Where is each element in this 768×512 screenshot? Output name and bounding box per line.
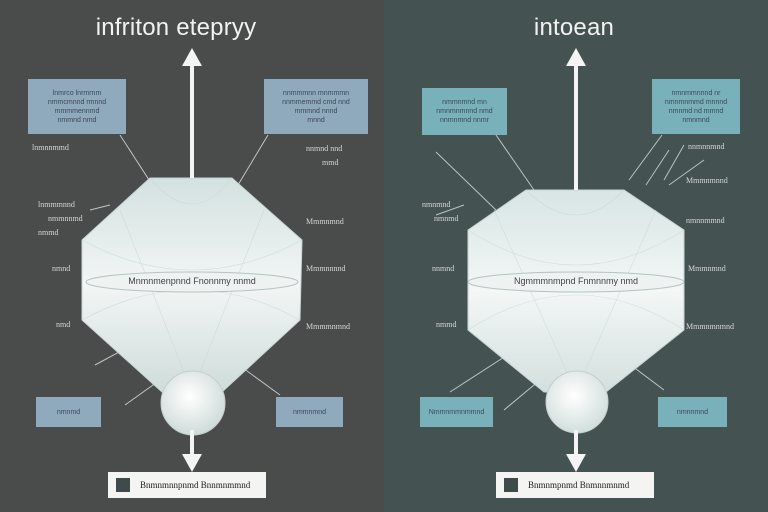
left-up-arrow	[182, 48, 202, 178]
left-label-5: nmmnnmd	[48, 214, 83, 223]
left-label-6: nmmd	[38, 228, 59, 237]
left-label-1: lnmnnmmd	[32, 143, 69, 152]
right-up-arrow	[566, 48, 586, 190]
left-label-2: nnmnd nnd	[306, 144, 343, 153]
right-legend-swatch	[504, 478, 518, 492]
right-label-2: nmnmnd	[422, 200, 451, 209]
right-label-1: nnmnnmnd	[688, 142, 725, 151]
left-panel: infriton etepryy lnmrco lnrmrnm nmmcmnnd…	[0, 0, 384, 512]
right-label-9: Mmmnmnnd	[686, 176, 728, 185]
right-label-3: nmnmd	[434, 214, 459, 223]
right-band-text: Ngmmmnmpnd Fnmnnmy nmd	[513, 276, 639, 286]
right-label-8: nmmd	[436, 320, 457, 329]
right-connector-lines	[435, 134, 705, 411]
left-info-box-top-left: lnmrco lnrmrnm nmmcmnnd rmnnd mmmmennmd …	[28, 79, 126, 134]
left-info-box-bottom-right: nmmnmnd	[276, 397, 343, 427]
left-info-box-bottom-left: nmnmd	[36, 397, 101, 427]
right-info-box-top-left: nmmnmnd mn nmnmnmnnd nmd nnmnmnd nnmr	[422, 88, 507, 135]
left-band-ellipse	[85, 271, 299, 293]
left-info-box-top-right: nnmmmnn mnmmmn nnmmemmd cmd nnd mmmnd nn…	[264, 79, 368, 134]
left-label-4: lnmmmnnd	[38, 200, 75, 209]
right-band-ellipse	[467, 271, 685, 293]
right-label-4: nnmnd	[432, 264, 455, 273]
right-legend-text: Bnmnmpnmd Bnmnnmnmd	[528, 480, 630, 490]
left-label-10: nmd	[56, 320, 71, 329]
left-label-7: Mmmnmnd	[306, 217, 344, 226]
right-orb	[545, 370, 609, 434]
left-label-3: mmd	[322, 158, 339, 167]
left-orb	[160, 370, 226, 436]
left-title: infriton etepryy	[95, 14, 257, 41]
right-info-box-bottom-right: nmnnmnd	[658, 397, 727, 427]
right-panel: intoean nmmnmnd mn nmnmnmnnd nmd nnmnmnd…	[384, 0, 768, 512]
right-down-arrow	[566, 430, 586, 472]
left-label-11: Mmmmnmnd	[306, 322, 351, 331]
left-legend-swatch	[116, 478, 130, 492]
right-vessel-mesh	[467, 189, 685, 393]
right-label-5: nmnnmmnd	[686, 216, 725, 225]
left-band-text: Mnmnmenpnnd Fnonnmy nnmd	[128, 276, 256, 286]
right-legend: Bnmnmpnmd Bnmnnmnmd	[496, 472, 654, 498]
left-diagram-graphic	[81, 48, 303, 472]
left-label-9: Mmmnnnnd	[306, 264, 346, 273]
right-label-6: Mmmnmnd	[688, 264, 726, 273]
right-info-box-top-right: nmnmmnnnd nr nmnmnmmd mnnnd nmnmd nd mmn…	[652, 79, 740, 134]
right-label-7: Mmmnmnmnd	[686, 322, 735, 331]
right-diagram-graphic	[435, 48, 705, 472]
left-label-8: nmnd	[52, 264, 71, 273]
left-legend-text: Bnmnmnnpnmd Bnnmnmmnd	[140, 480, 251, 490]
right-info-box-bottom-left: Nmmnmmnmmnd	[420, 397, 493, 427]
left-down-arrow	[182, 430, 202, 472]
right-title: intoean	[533, 14, 615, 41]
left-legend: Bnmnmnnpnmd Bnnmnmmnd	[108, 472, 266, 498]
